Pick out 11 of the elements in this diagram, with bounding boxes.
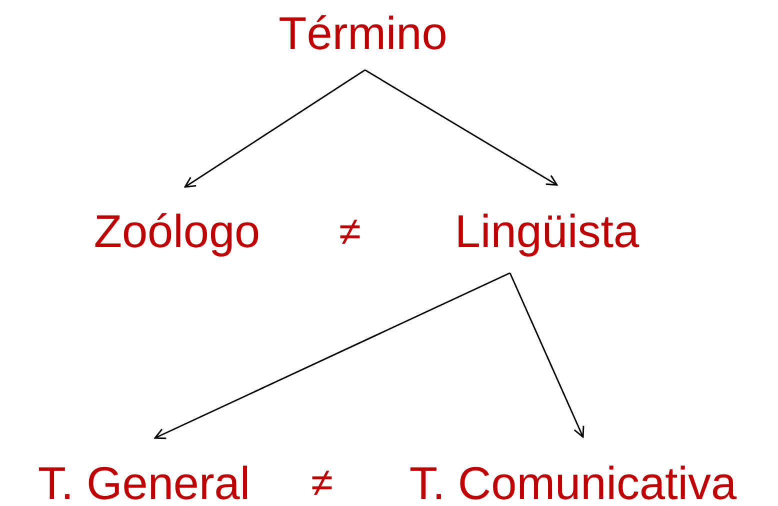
arrow [364,69,558,186]
term-label: Término [278,10,448,56]
term-label: T. Comunicativa [409,460,737,506]
not-equal-sign: ≠ [311,463,333,503]
term-label: Lingüista [454,208,640,254]
arrow [154,272,510,440]
term-label: T. General [38,460,250,506]
arrow [184,69,366,188]
term-label: Zoólogo [94,208,260,254]
arrow [509,272,584,438]
not-equal-sign: ≠ [339,212,361,252]
